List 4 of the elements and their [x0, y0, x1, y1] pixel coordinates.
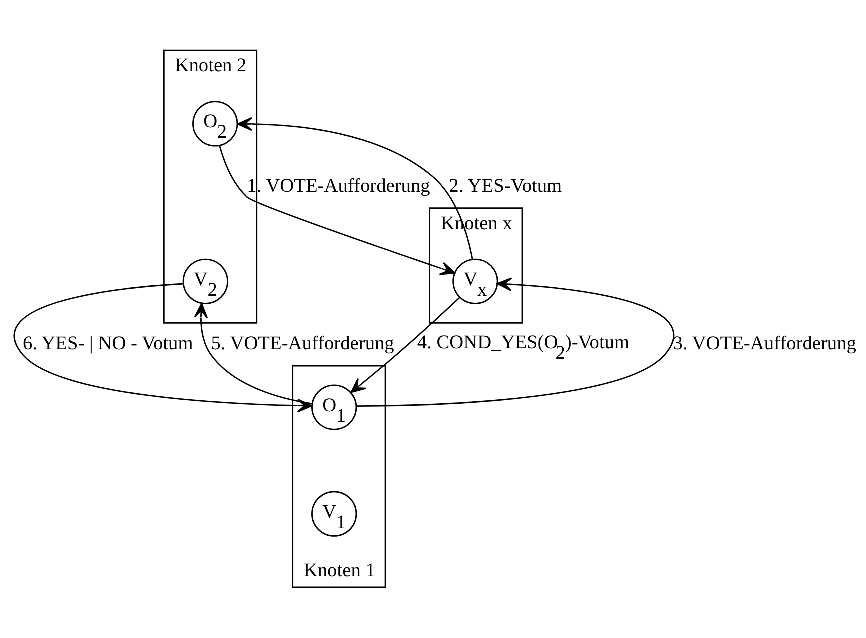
- edge-label: 6. YES- | NO - Votum: [23, 334, 194, 355]
- edge-label: 3. VOTE-Aufforderung: [673, 334, 856, 355]
- edge-label: 5. VOTE-Aufforderung: [211, 334, 394, 355]
- edge-label: 2. YES-Votum: [449, 176, 562, 197]
